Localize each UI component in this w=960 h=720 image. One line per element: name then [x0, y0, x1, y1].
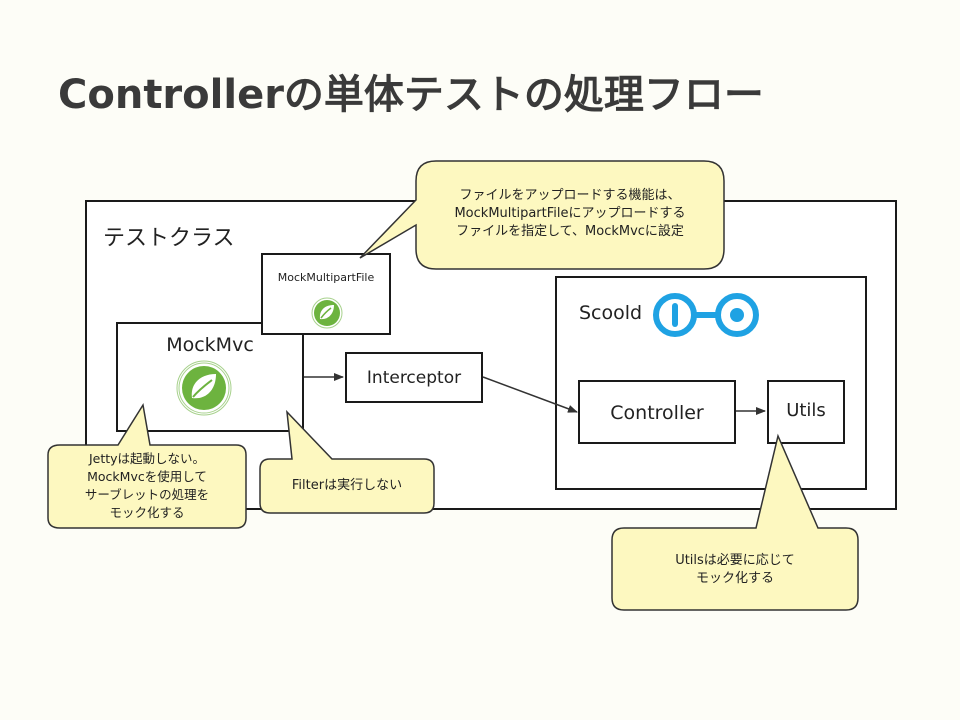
callout-filter-bubble — [259, 409, 435, 514]
scoold-label: Scoold — [579, 302, 643, 324]
mockmvc-label: MockMvc — [166, 334, 254, 356]
callout-jetty-line: モック化する — [109, 505, 185, 520]
arrow-interceptor-to-controller — [482, 376, 578, 413]
spring-leaf-icon — [311, 297, 343, 329]
controller-box: Controller — [578, 380, 736, 444]
callout-jetty-bubble — [47, 402, 247, 529]
interceptor-label: Interceptor — [366, 368, 462, 388]
callout-jetty-text: Jettyは起動しない。 MockMvcを使用して サーブレットの処理を モック… — [48, 450, 246, 522]
callout-utils-line: モック化する — [695, 571, 774, 586]
callout-upload-line: ファイルをアップロードする機能は、 — [459, 188, 681, 203]
callout-utils-line: Utilsは必要に応じて — [675, 553, 795, 568]
callout-jetty-line: Jettyは起動しない。 — [88, 451, 206, 466]
interceptor-box: Interceptor — [345, 352, 483, 403]
slide-title: Controllerの単体テストの処理フロー — [58, 72, 764, 118]
callout-upload-line: ファイルを指定して、MockMvcに設定 — [456, 224, 684, 239]
mockmultipartfile-label: MockMultipartFile — [277, 271, 375, 284]
utils-label: Utils — [786, 400, 826, 421]
test-class-label: テストクラス — [103, 226, 235, 251]
callout-utils-bubble — [611, 433, 859, 611]
callout-utils-text: Utilsは必要に応じて モック化する — [612, 552, 858, 588]
callout-filter-text: Filterは実行しない — [260, 477, 434, 495]
callout-jetty-line: MockMvcを使用して — [87, 469, 207, 484]
controller-label: Controller — [610, 402, 704, 424]
spring-leaf-icon — [176, 360, 232, 416]
utils-box: Utils — [767, 380, 845, 444]
callout-upload-bubble — [359, 160, 725, 270]
callout-jetty-line: サーブレットの処理を — [84, 487, 210, 502]
callout-upload-line: MockMultipartFileにアップロードする — [454, 206, 686, 221]
callout-filter-line: Filterは実行しない — [291, 478, 403, 493]
callout-upload-text: ファイルをアップロードする機能は、 MockMultipartFileにアップロ… — [416, 187, 724, 241]
